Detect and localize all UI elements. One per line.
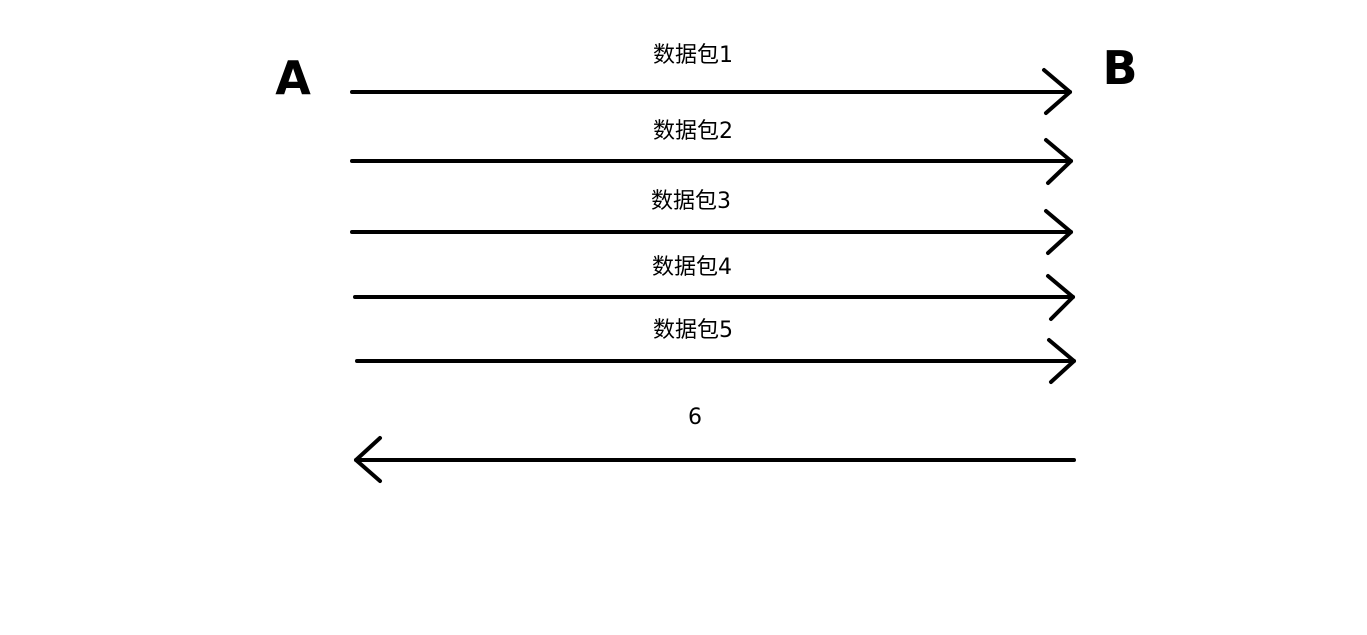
message-label: 6 — [688, 405, 702, 430]
node-b-label: B — [1102, 41, 1137, 95]
message-5: 数据包5 — [355, 318, 1076, 384]
message-6: 6 — [354, 405, 1076, 483]
arrow-head-right-icon — [1047, 338, 1076, 384]
node-a-label: A — [275, 51, 311, 105]
message-1: 数据包1 — [350, 43, 1072, 115]
message-label: 数据包1 — [653, 43, 733, 68]
message-label: 数据包5 — [653, 318, 733, 343]
arrow-head-right-icon — [1042, 68, 1072, 115]
message-3: 数据包3 — [350, 189, 1073, 255]
message-label: 数据包2 — [653, 119, 733, 144]
arrow-head-right-icon — [1044, 209, 1073, 255]
message-label: 数据包3 — [651, 189, 731, 214]
arrow-head-right-icon — [1046, 274, 1075, 321]
arrow-head-left-icon — [354, 436, 382, 483]
message-2: 数据包2 — [350, 119, 1073, 185]
message-label: 数据包4 — [652, 255, 732, 280]
message-4: 数据包4 — [353, 255, 1075, 321]
arrow-head-right-icon — [1044, 138, 1073, 185]
